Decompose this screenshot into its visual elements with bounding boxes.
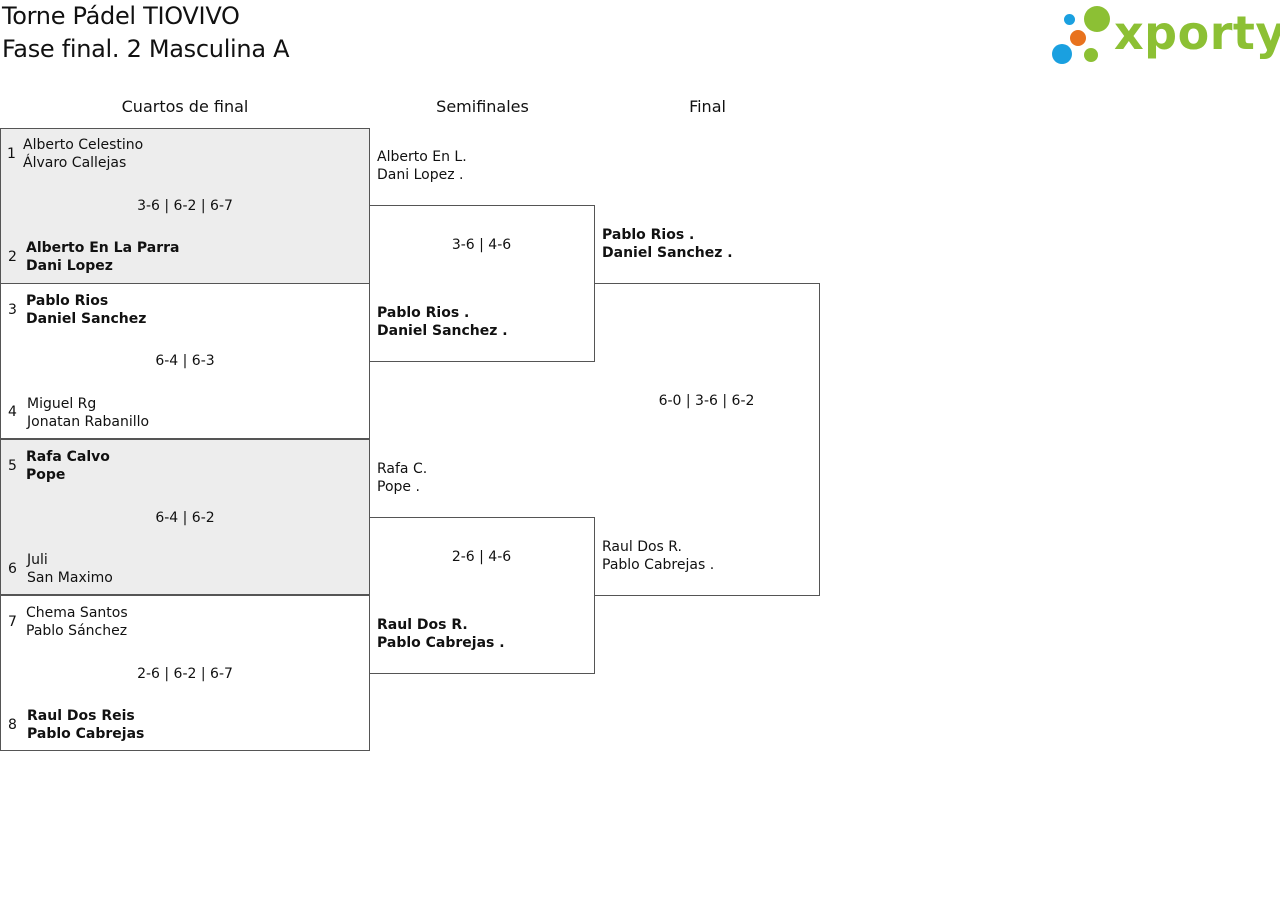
seed-number: 6 <box>8 561 17 577</box>
player-name: Daniel Sanchez <box>26 311 147 327</box>
round-heading-semifinals: Semifinales <box>436 97 529 116</box>
seed-number: 5 <box>8 458 17 474</box>
final-team-top-winner: Pablo Rios . Daniel Sanchez . <box>602 226 733 262</box>
logo-wordmark: xporty <box>1114 6 1280 60</box>
team-pair-winner: Pablo Rios . Daniel Sanchez . <box>377 304 508 340</box>
logo-dot-blue <box>1052 44 1072 64</box>
logo-dot-blue-small <box>1064 14 1075 25</box>
player-name: Alberto Celestino <box>23 137 144 153</box>
player-name: Juli <box>27 552 48 568</box>
round-heading-quarterfinals: Cuartos de final <box>121 97 249 116</box>
quarterfinal-match-3: 5 Rafa Calvo Pope 6-4 | 6-2 6 Juli San M… <box>0 439 370 595</box>
team-pair: Miguel Rg Jonatan Rabanillo <box>27 395 149 431</box>
xporty-logo[interactable]: xporty <box>1050 4 1280 66</box>
quarterfinal-match-2: 3 Pablo Rios Daniel Sanchez 6-4 | 6-3 4 … <box>0 283 370 439</box>
player-name: Raul Dos R. <box>602 539 682 555</box>
match-score: 3-6 | 4-6 <box>451 237 512 253</box>
player-name: Pablo Rios <box>26 293 109 309</box>
logo-dot-green <box>1084 6 1110 32</box>
final-match: 6-0 | 3-6 | 6-2 Raul Dos R. Pablo Cabrej… <box>594 283 820 596</box>
player-name: Daniel Sanchez . <box>602 245 733 261</box>
semifinal-2-team-top: Rafa C. Pope . <box>377 460 427 496</box>
player-name: Miguel Rg <box>27 396 97 412</box>
tournament-title: Torne Pádel TIOVIVO <box>2 2 240 30</box>
match-score: 2-6 | 6-2 | 6-7 <box>137 666 233 682</box>
seed-number: 2 <box>8 249 17 265</box>
match-score: 6-4 | 6-2 <box>155 510 215 526</box>
player-name: Pablo Rios . <box>602 227 695 243</box>
seed-number: 4 <box>8 404 17 420</box>
team-pair-winner: Raul Dos Reis Pablo Cabrejas <box>27 707 144 743</box>
logo-dot-orange <box>1070 30 1086 46</box>
player-name: Rafa C. <box>377 461 428 477</box>
player-name: Jonatan Rabanillo <box>27 414 150 430</box>
round-heading-final: Final <box>689 97 726 116</box>
player-name: Raul Dos R. <box>377 617 468 633</box>
match-score: 2-6 | 4-6 <box>451 549 512 565</box>
match-score: 3-6 | 6-2 | 6-7 <box>137 198 233 214</box>
player-name: Pablo Cabrejas <box>27 726 145 742</box>
seed-number: 8 <box>8 717 17 733</box>
team-pair: Chema Santos Pablo Sánchez <box>26 604 128 640</box>
player-name: Pablo Cabrejas . <box>377 635 505 651</box>
player-name: Raul Dos Reis <box>27 708 135 724</box>
match-score: 6-0 | 3-6 | 6-2 <box>658 393 755 409</box>
player-name: Rafa Calvo <box>26 449 110 465</box>
player-name: Pablo Rios . <box>377 305 470 321</box>
player-name: Pope . <box>377 479 420 495</box>
match-score: 6-4 | 6-3 <box>155 353 215 369</box>
team-pair-winner: Pablo Rios Daniel Sanchez <box>26 292 146 328</box>
quarterfinal-match-4: 7 Chema Santos Pablo Sánchez 2-6 | 6-2 |… <box>0 595 370 751</box>
player-name: Alberto En L. <box>377 149 467 165</box>
semifinal-match-1: 3-6 | 4-6 Pablo Rios . Daniel Sanchez . <box>369 205 595 362</box>
quarterfinal-match-1: 1 Alberto Celestino Álvaro Callejas 3-6 … <box>0 128 370 284</box>
seed-number: 1 <box>7 146 16 162</box>
team-pair-winner: Rafa Calvo Pope <box>26 448 110 484</box>
team-pair: Raul Dos R. Pablo Cabrejas . <box>602 538 714 574</box>
semifinal-match-2: 2-6 | 4-6 Raul Dos R. Pablo Cabrejas . <box>369 517 595 674</box>
player-name: Pablo Sánchez <box>26 623 128 639</box>
team-pair: Alberto Celestino Álvaro Callejas <box>23 136 143 172</box>
player-name: Pablo Cabrejas . <box>602 557 715 573</box>
player-name: Daniel Sanchez . <box>377 323 508 339</box>
seed-number: 7 <box>8 614 17 630</box>
semifinal-1-team-top: Alberto En L. Dani Lopez . <box>377 148 467 184</box>
player-name: Alberto En La Parra <box>26 240 180 256</box>
player-name: Dani Lopez . <box>377 167 464 183</box>
player-name: San Maximo <box>27 570 113 586</box>
player-name: Dani Lopez <box>26 258 113 274</box>
team-pair-winner: Raul Dos R. Pablo Cabrejas . <box>377 616 505 652</box>
player-name: Álvaro Callejas <box>23 155 127 171</box>
team-pair: Juli San Maximo <box>27 551 113 587</box>
player-name: Chema Santos <box>26 605 128 621</box>
phase-title: Fase final. 2 Masculina A <box>2 35 290 63</box>
seed-number: 3 <box>8 302 17 318</box>
player-name: Pope <box>26 467 66 483</box>
team-pair-winner: Alberto En La Parra Dani Lopez <box>26 239 179 275</box>
logo-dot-green-small <box>1084 48 1098 62</box>
